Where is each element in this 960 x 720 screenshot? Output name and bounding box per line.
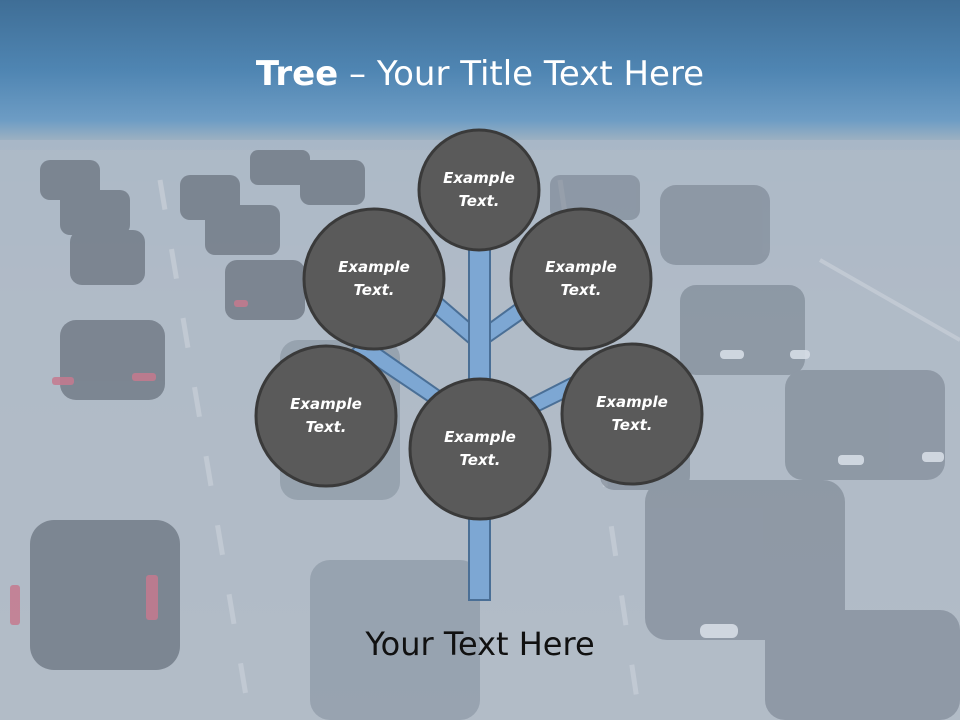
node-center-circle xyxy=(408,377,552,521)
footer-text: Your Text Here xyxy=(365,625,595,663)
node-upper-left-line2: Text. xyxy=(353,281,395,299)
title-bold-word: Tree xyxy=(255,54,339,94)
node-top-line2: Text. xyxy=(458,192,500,210)
tree-nodes xyxy=(254,128,704,521)
node-top-line1: Example xyxy=(443,169,515,187)
node-lower-left-circle xyxy=(254,344,398,488)
node-upper-left-circle xyxy=(302,207,446,351)
node-lower-left-line1: Example xyxy=(290,395,362,413)
node-lower-right-line1: Example xyxy=(596,393,668,411)
node-lower-left-line2: Text. xyxy=(305,418,347,436)
node-lower-right-line2: Text. xyxy=(611,416,653,434)
node-upper-left-line1: Example xyxy=(338,258,410,276)
node-upper-right-line2: Text. xyxy=(560,281,602,299)
slide-title: Tree – Your Title Text Here xyxy=(0,52,960,96)
node-lower-left-label: Example Text. xyxy=(266,393,386,439)
node-lower-right-circle xyxy=(560,342,704,486)
node-upper-left-label: Example Text. xyxy=(314,256,434,302)
node-center-line1: Example xyxy=(444,428,516,446)
node-top-label: Example Text. xyxy=(419,167,539,213)
node-center-label: Example Text. xyxy=(420,426,540,472)
node-center-line2: Text. xyxy=(459,451,501,469)
title-rest: – Your Title Text Here xyxy=(338,54,705,94)
node-top-circle xyxy=(417,128,541,252)
node-upper-right-line1: Example xyxy=(545,258,617,276)
node-lower-right-label: Example Text. xyxy=(572,391,692,437)
node-upper-right-label: Example Text. xyxy=(521,256,641,302)
node-upper-right-circle xyxy=(509,207,653,351)
